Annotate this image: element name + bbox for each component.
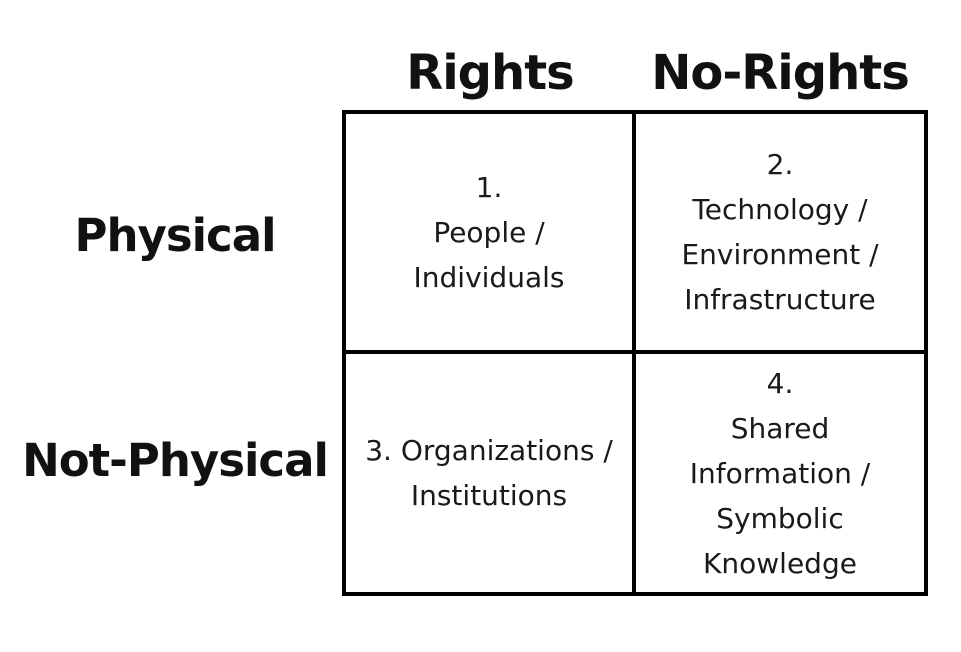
cell-line: Knowledge — [703, 546, 857, 580]
row-header-physical: Physical — [74, 208, 276, 262]
cell-shared-information-symbolic-knowledge: 4. Shared Information / Symbolic Knowled… — [636, 354, 924, 592]
cell-technology-environment-infrastructure: 2. Technology / Environment / Infrastruc… — [636, 114, 924, 354]
cell-line: 4. — [766, 366, 794, 400]
cell-people-individuals: 1. People / Individuals — [346, 114, 636, 354]
cell-line: 1. — [475, 170, 503, 204]
cell-line: Individuals — [413, 260, 565, 294]
cell-line: Infrastructure — [684, 283, 876, 316]
row-header-not-physical: Not-Physical — [22, 433, 329, 487]
cell-line: Symbolic — [716, 501, 844, 535]
cell-line: Information / — [689, 456, 871, 490]
cell-line: 2. — [766, 148, 794, 181]
cell-line: Shared — [730, 411, 830, 445]
cell-line: People / — [433, 215, 545, 249]
column-header-rights: Rights — [406, 45, 574, 101]
cell-line: 3. Organizations / — [365, 434, 613, 467]
column-header-no-rights: No-Rights — [651, 45, 910, 101]
cell-organizations-institutions: 3. Organizations / Institutions — [346, 354, 636, 592]
matrix-grid: 1. People / Individuals 2. Technology / … — [342, 110, 928, 596]
cell-line: Technology / — [692, 193, 868, 226]
cell-line: Environment / — [681, 238, 879, 271]
cell-line: Institutions — [410, 479, 568, 512]
